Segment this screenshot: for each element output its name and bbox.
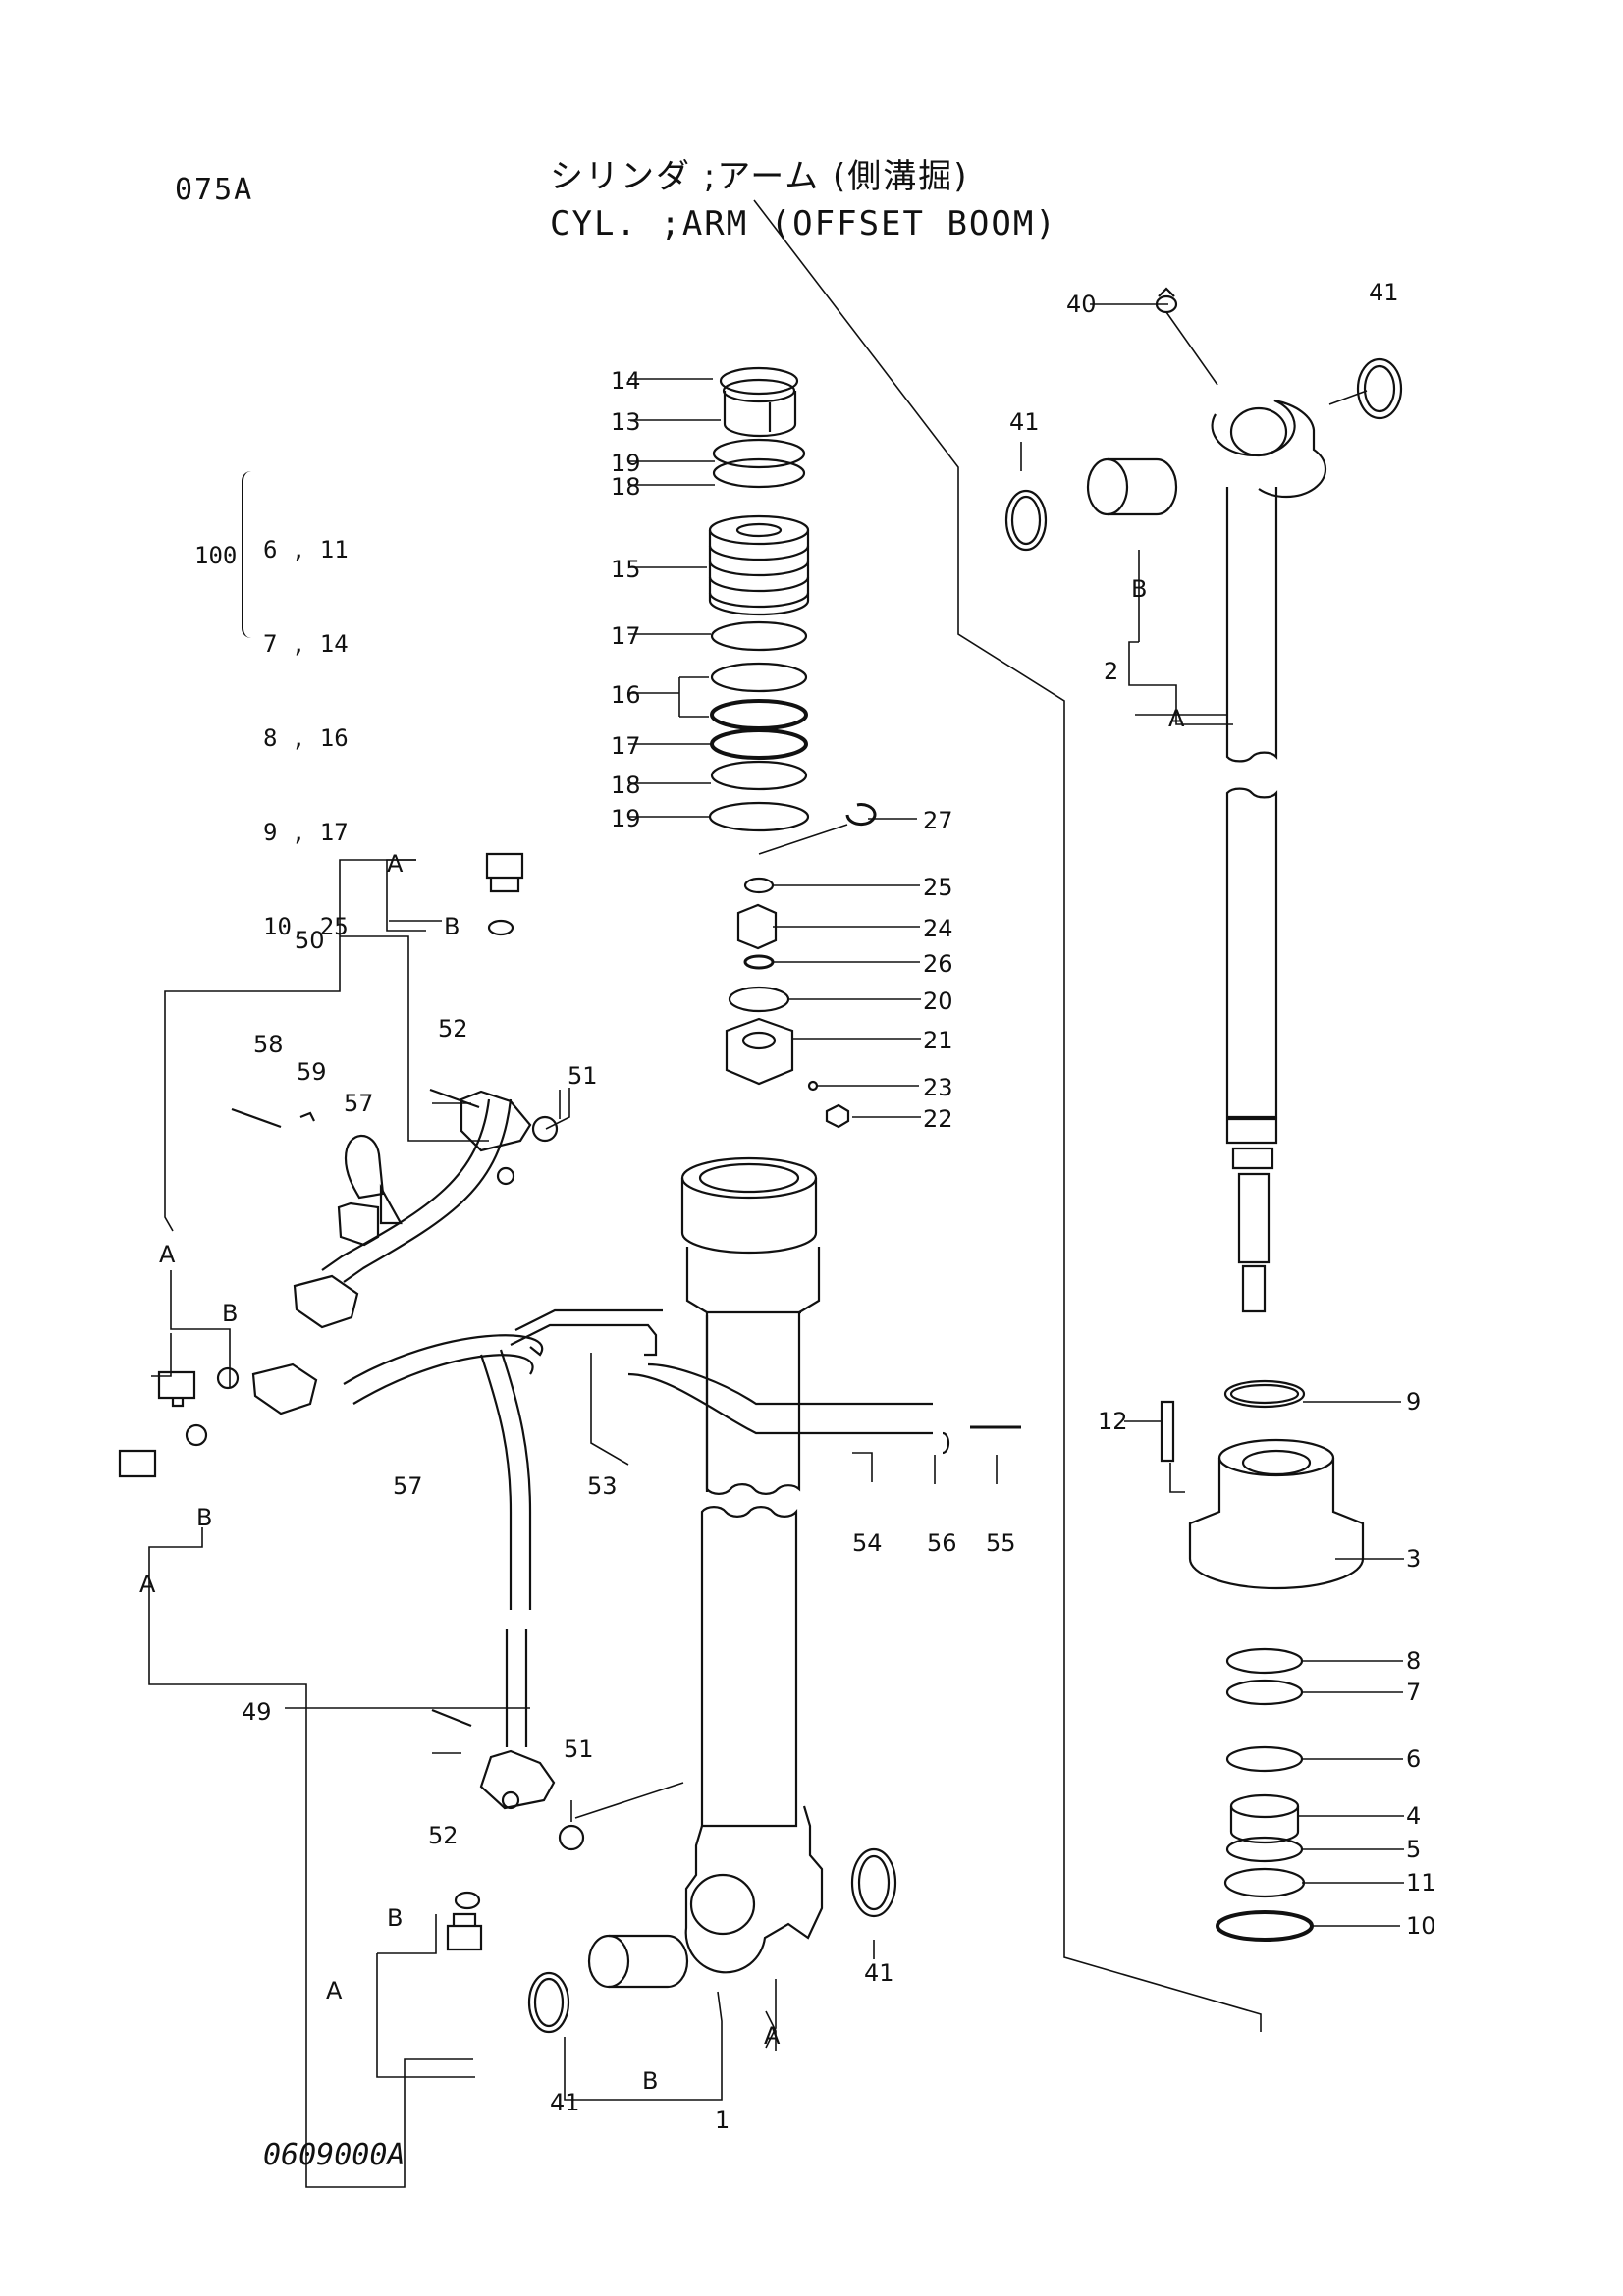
callout-13: 13 [611,408,641,436]
callout-41: 41 [864,1959,894,1987]
callout-20: 20 [923,988,953,1015]
kit-row: 9 , 17 [263,819,349,846]
callout-50: 50 [295,927,325,954]
callout-a: A [764,2022,781,2050]
callout-10: 10 [1406,1912,1436,1940]
callout-b: B [387,1904,403,1932]
callout-4: 4 [1406,1802,1421,1830]
callout-41: 41 [550,2089,580,2116]
callout-b: B [1131,575,1147,603]
callout-1: 1 [715,2107,730,2134]
callout-52: 52 [438,1015,468,1042]
callout-18: 18 [611,473,641,501]
callout-a: A [1168,705,1185,732]
kit-rows: 6 , 11 7 , 14 8 , 16 9 , 17 10, 25 [263,471,349,1005]
callout-8: 8 [1406,1647,1421,1675]
callout-55: 55 [986,1529,1016,1557]
callout-25: 25 [923,874,953,901]
page-code: 075A [175,173,254,207]
callout-41: 41 [1009,408,1040,436]
callout-b: B [222,1300,238,1327]
kit-brace [242,471,263,638]
callout-56: 56 [927,1529,957,1557]
callout-a: A [139,1571,156,1598]
callout-24: 24 [923,915,953,942]
callout-58: 58 [253,1031,284,1058]
leader-lines [148,199,1404,2188]
piston-rod [1155,287,1403,1313]
callout-18: 18 [611,772,641,799]
callout-22: 22 [923,1105,953,1133]
callout-15: 15 [611,556,641,583]
callout-57: 57 [344,1090,374,1117]
callout-54: 54 [852,1529,883,1557]
callout-a: A [159,1241,176,1268]
callout-27: 27 [923,807,953,834]
kit-row: 10, 25 [263,913,349,940]
callout-b: B [196,1504,212,1531]
callout-49: 49 [242,1698,272,1726]
pipe-assembly [251,1090,933,1810]
callout-51: 51 [564,1735,594,1763]
kit-row: 8 , 16 [263,724,349,752]
callout-5: 5 [1406,1836,1421,1863]
callout-40: 40 [1066,291,1097,318]
rod-gland [1160,1379,1365,1942]
callout-19: 19 [611,450,641,477]
callout-b: B [642,2067,658,2095]
callout-7: 7 [1406,1679,1421,1706]
kit-number: 100 [194,542,238,569]
callout-a: A [326,1977,343,2004]
callout-59: 59 [297,1058,327,1086]
kit-row: 7 , 14 [263,630,349,658]
callout-6: 6 [1406,1745,1421,1773]
drawing-number: 0609000A [263,2138,406,2172]
title-japanese: シリンダ ;アーム (側溝掘) [550,157,969,196]
callout-23: 23 [923,1074,953,1101]
pin-bushing-lower [527,1847,897,2034]
callout-14: 14 [611,367,641,395]
callout-b: B [444,913,460,940]
callout-2: 2 [1104,658,1118,685]
callout-12: 12 [1098,1408,1128,1435]
kit-row: 6 , 11 [263,536,349,563]
callout-a: A [387,850,404,878]
callout-41: 41 [1369,279,1399,306]
callout-53: 53 [587,1472,618,1500]
callout-19: 19 [611,805,641,832]
callout-26: 26 [923,950,953,978]
callout-57: 57 [393,1472,423,1500]
callout-labels: 14 13 19 18 15 17 16 17 18 19 27 25 24 2… [139,279,1436,2134]
callout-11: 11 [1406,1869,1436,1896]
fittings [118,852,1021,1951]
cylinder-tube [680,1156,824,1974]
piston-seal-stack [708,366,877,1129]
callout-52: 52 [428,1822,459,1849]
callout-3: 3 [1406,1545,1421,1573]
callout-21: 21 [923,1027,953,1054]
callout-51: 51 [568,1062,598,1090]
callout-17: 17 [611,732,641,760]
callout-9: 9 [1406,1388,1421,1415]
pin-bushing-upper [1004,457,1178,552]
title-english: CYL. ;ARM (OFFSET BOOM) [550,204,1057,243]
callout-16: 16 [611,681,641,709]
callout-17: 17 [611,622,641,650]
